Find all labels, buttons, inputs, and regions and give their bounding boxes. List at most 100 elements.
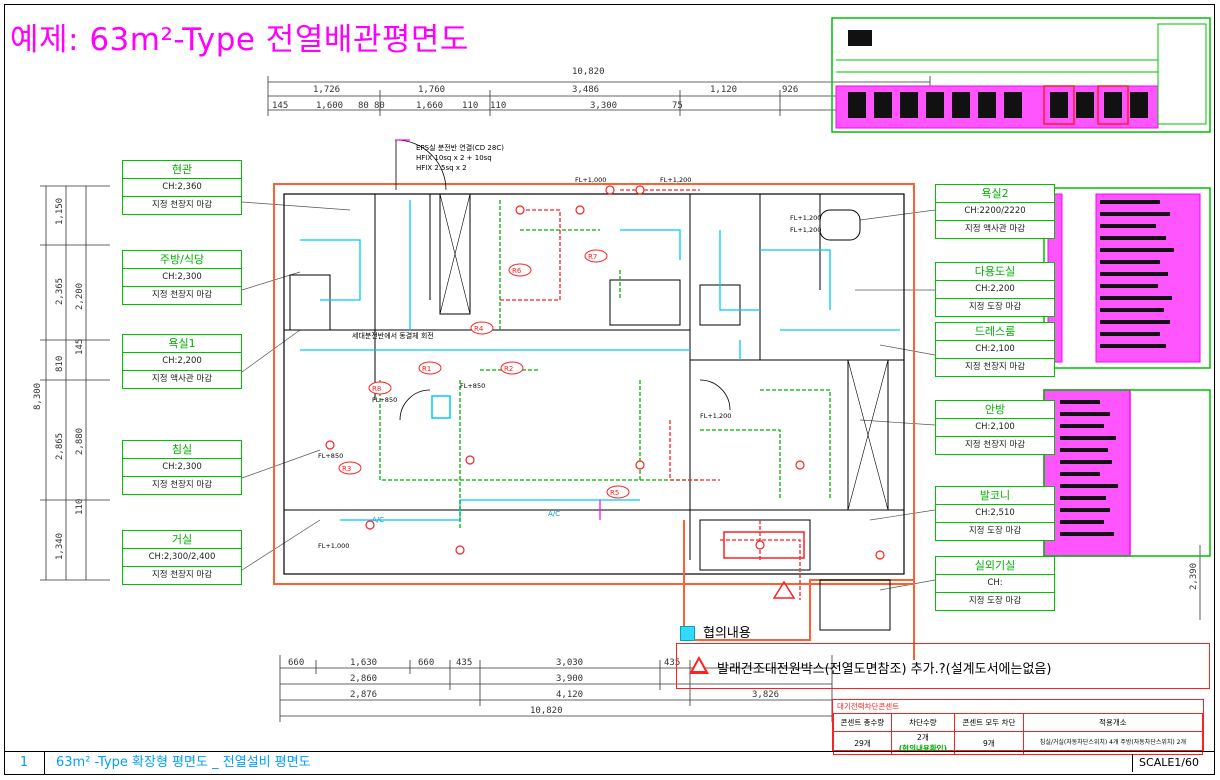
svg-text:A/C: A/C (548, 510, 560, 518)
outlet-icons (325, 185, 885, 560)
room-name: 드레스룸 (936, 323, 1054, 341)
top-total-dim: 10,820 (572, 67, 605, 77)
room-finish: 지정 액사관 마감 (964, 224, 1026, 234)
circuit-tag: R2 (504, 365, 513, 373)
dim-label: 1,726 (313, 85, 340, 95)
dim-label: 3,900 (556, 674, 583, 684)
room-name: 실외기실 (936, 557, 1054, 575)
sheet-caption: 63m² -Type 확장형 평면도 _ 전열설비 평면도 (56, 755, 311, 770)
dim-label: 660 (288, 658, 304, 668)
table-row: 콘센트 총수량 차단수량 콘센트 모두 차단 적용개소 (833, 713, 1204, 732)
room-ceiling-height: CH:2,200 (936, 281, 1054, 299)
circuit-tag: R7 (588, 253, 597, 261)
dim-label: 3,030 (556, 658, 583, 668)
room-finish: 지정 천장지 마감 (151, 290, 213, 300)
table-header-cell: 적용개소 (1022, 713, 1204, 732)
room-box-utility: 다용도실 CH:2,200 지정 도장 마감 (935, 262, 1055, 317)
room-name: 침실 (123, 441, 241, 459)
plan-annotations: EPS실 분전반 연결(CD 28C) HFIX 10sq x 2 + 10sq… (352, 143, 560, 524)
svg-text:A/C: A/C (372, 516, 384, 524)
room-finish: 지정 도장 마감 (968, 526, 1022, 536)
svg-text:FL+1,200: FL+1,200 (660, 176, 691, 184)
dim-label: 435 (456, 658, 472, 668)
outer-wall (273, 183, 915, 585)
bottom-row2-dims: 2,860 3,900 (350, 674, 583, 684)
drawing-frame (4, 4, 1215, 775)
dim-label: 145 (75, 339, 85, 355)
room-ceiling-height: CH:2,300 (123, 459, 241, 477)
panel-schedule-cells (848, 30, 1148, 118)
dim-label: 1,660 (416, 101, 443, 111)
dim-label: 2,880 (75, 428, 85, 455)
room-box-bath2: 욕실2 CH:2200/2220 지정 액사관 마감 (935, 184, 1055, 239)
dim-label: 2,200 (75, 283, 85, 310)
room-ceiling-height: CH:2,100 (936, 341, 1054, 359)
room-name: 발코니 (936, 487, 1054, 505)
warning-triangle-icon (689, 656, 709, 674)
table-header-cell: 차단수량 (890, 713, 955, 732)
circuit-tag: R4 (474, 325, 484, 333)
room-ceiling-height: CH:2,510 (936, 505, 1054, 523)
bottom-dimensions (279, 655, 833, 722)
room-box-kitchen: 주방/식당 CH:2,300 지정 천장지 마감 (122, 250, 242, 305)
circuit-tag: R5 (610, 489, 619, 497)
bottom-row1-dims: 660 1,630 660 435 3,030 435 (288, 658, 680, 668)
svg-text:FL+1,200: FL+1,200 (790, 214, 821, 222)
circuit-tag: R1 (422, 365, 431, 373)
right-side-dim: 2,390 (1189, 563, 1199, 590)
notice-text: 발래건조대전원박스(전열도면참조) 추가.?(설계도서에는없음) (717, 662, 1052, 677)
table-header-cell: 콘센트 모두 차단 (953, 713, 1024, 732)
circuit-tags: R1 R2 R3 R4 R5 R6 R7 R8 (338, 249, 630, 499)
table-cell-value: 2개 (917, 733, 929, 742)
top-row1-dims: 1,726 1,760 3,486 1,120 926 (313, 85, 798, 95)
room-box-living: 거실 CH:2,300/2,400 지정 천장지 마감 (122, 530, 242, 585)
svg-text:FL+1,200: FL+1,200 (700, 412, 731, 420)
scale-label: SCALE1/60 (1132, 754, 1205, 772)
table-header-cell: 콘센트 총수량 (833, 713, 892, 732)
dim-label: 2,865 (55, 433, 65, 460)
svg-text:HFIX 2.5sq x 2: HFIX 2.5sq x 2 (416, 164, 467, 172)
dim-label: 80 (374, 101, 385, 111)
panel-icon (431, 395, 451, 419)
circuit-red (500, 189, 801, 600)
dim-label: 80 (358, 101, 369, 111)
svg-text:FL+1,200: FL+1,200 (790, 226, 821, 234)
table-cell-note: (협의내용확인) (898, 744, 948, 753)
dim-label: 75 (672, 101, 683, 111)
outlet-icon (635, 185, 645, 195)
dim-label: 435 (664, 658, 680, 668)
room-ceiling-height: CH:2,300/2,400 (123, 549, 241, 567)
room-finish: 지정 액사관 마감 (151, 374, 213, 384)
left-total-dim: 8,300 (33, 383, 43, 410)
dim-label: 810 (55, 356, 65, 372)
room-name: 다용도실 (936, 263, 1054, 281)
svg-text:FL+850: FL+850 (460, 382, 485, 390)
dim-label: 2,860 (350, 674, 377, 684)
dim-label: 4,120 (556, 690, 583, 700)
circuit-tag: R6 (512, 267, 522, 275)
svg-text:FL+850: FL+850 (318, 452, 343, 460)
outlet-icon (605, 185, 615, 195)
table-heading: 대기전력차단콘센트 (837, 702, 900, 711)
dim-label: 2,876 (350, 690, 377, 700)
outlet-icon (795, 460, 805, 470)
room-box-bath1: 욕실1 CH:2,200 지정 액사관 마감 (122, 334, 242, 389)
room-finish: 지정 도장 마감 (968, 302, 1022, 312)
dim-label: 1,760 (418, 85, 445, 95)
circuit-tag: R8 (372, 385, 381, 393)
room-name: 현관 (123, 161, 241, 179)
room-box-bedroom: 침실 CH:2,300 지정 천장지 마감 (122, 440, 242, 495)
svg-text:FL+1,000: FL+1,000 (318, 542, 349, 550)
legend: 협의내용 (680, 622, 751, 641)
room-name: 욕실2 (936, 185, 1054, 203)
svg-text:세대분전반에서 동결체 회전: 세대분전반에서 동결체 회전 (352, 331, 434, 340)
room-box-balcony: 발코니 CH:2,510 지정 도장 마감 (935, 486, 1055, 541)
left-row2-dims: 2,200 145 2,880 110 (75, 283, 85, 515)
left-dimensions (40, 185, 110, 581)
dim-label: 110 (490, 101, 506, 111)
left-row1-dims: 1,150 2,365 810 2,865 1,340 (55, 198, 65, 560)
dim-label: 926 (782, 85, 798, 95)
symbol-table-rows (1060, 200, 1174, 536)
dim-label: 1,600 (316, 101, 343, 111)
room-name: 안방 (936, 401, 1054, 419)
